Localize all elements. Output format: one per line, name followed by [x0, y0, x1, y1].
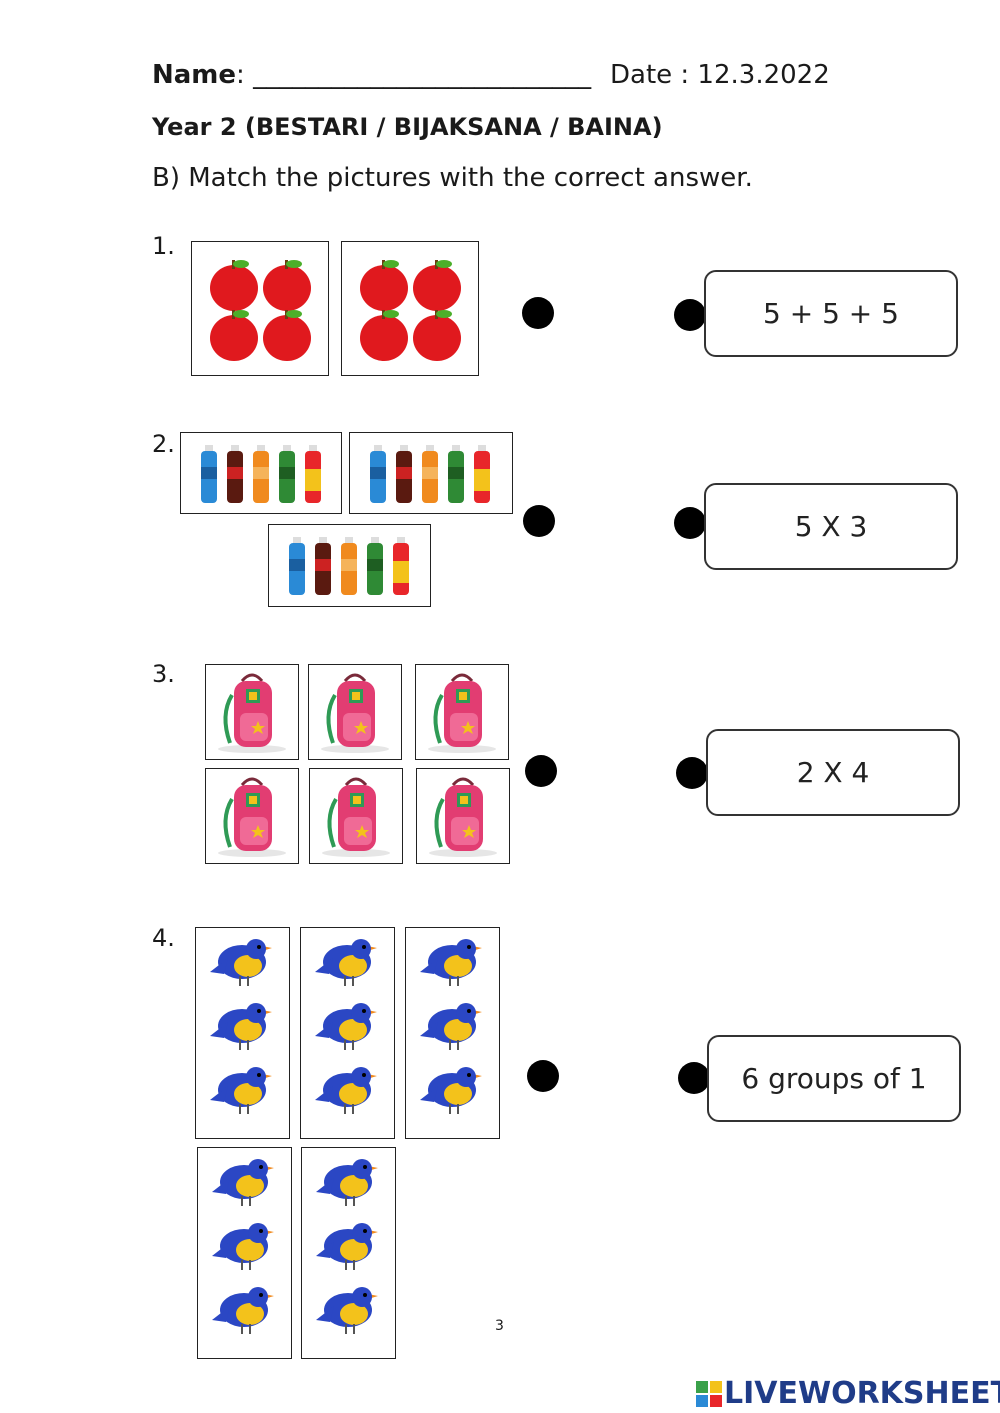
bottle-icon	[253, 445, 269, 503]
question-3-dot[interactable]	[525, 755, 557, 787]
question-1-number: 1.	[152, 232, 175, 260]
backpack-icon	[429, 777, 497, 857]
backpack-group-box	[309, 768, 403, 864]
bottle-group-box	[349, 432, 513, 514]
bottle-icon	[396, 445, 412, 503]
question-2-number: 2.	[152, 430, 175, 458]
bottle-group-picture	[201, 445, 321, 503]
bird-icon	[212, 1159, 274, 1206]
bird-icon	[315, 939, 377, 986]
apple-icon	[263, 310, 311, 361]
question-4-dot[interactable]	[527, 1060, 559, 1092]
apple-icon	[210, 310, 258, 361]
bird-icon	[315, 1067, 377, 1114]
question-2-dot[interactable]	[523, 505, 555, 537]
apple-icon	[263, 260, 311, 311]
backpack-group-box	[205, 664, 299, 760]
bottle-icon	[305, 445, 321, 503]
bird-group-box	[300, 927, 395, 1139]
bottle-icon	[448, 445, 464, 503]
backpack-group-box	[415, 664, 509, 760]
bird-group-picture	[316, 1159, 378, 1334]
bottle-icon	[393, 537, 409, 595]
answer-box-3: 2 X 4	[706, 729, 960, 816]
apple-group-picture	[360, 260, 461, 361]
backpack-group-box	[308, 664, 402, 760]
brand-mark-icon	[696, 1380, 722, 1407]
name-line: Name: __________________________	[152, 60, 591, 90]
backpack-icon	[321, 673, 389, 753]
name-colon: :	[236, 60, 245, 90]
bottle-icon	[279, 445, 295, 503]
name-blank[interactable]: __________________________	[253, 60, 592, 90]
bird-icon	[316, 1223, 378, 1270]
bottle-icon	[315, 537, 331, 595]
name-label: Name	[152, 60, 237, 90]
bird-icon	[420, 1003, 482, 1050]
page-number: 3	[495, 1318, 504, 1334]
bird-icon	[210, 939, 272, 986]
apple-icon	[413, 260, 461, 311]
bird-icon	[210, 1067, 272, 1114]
question-4-number: 4.	[152, 924, 175, 952]
bird-icon	[212, 1287, 274, 1334]
backpack-icon	[218, 777, 286, 857]
bottle-group-box	[180, 432, 342, 514]
bird-group-picture	[420, 939, 482, 1114]
bird-group-box	[301, 1147, 396, 1359]
apple-icon	[413, 310, 461, 361]
answer-box-2: 5 X 3	[704, 483, 958, 570]
bird-group-picture	[212, 1159, 274, 1334]
question-1-dot[interactable]	[522, 297, 554, 329]
bird-group-picture	[315, 939, 377, 1114]
answer-4-dot[interactable]	[678, 1062, 710, 1094]
bird-group-box	[197, 1147, 292, 1359]
backpack-group-box	[416, 768, 510, 864]
bird-group-box	[405, 927, 500, 1139]
bird-icon	[420, 939, 482, 986]
bottle-icon	[227, 445, 243, 503]
apple-icon	[360, 310, 408, 361]
bird-icon	[420, 1067, 482, 1114]
bottle-icon	[422, 445, 438, 503]
apple-icon	[360, 260, 408, 311]
bird-icon	[210, 1003, 272, 1050]
apple-icon	[210, 260, 258, 311]
bird-icon	[212, 1223, 274, 1270]
instruction-text: B) Match the pictures with the correct a…	[152, 163, 753, 193]
answer-2-dot[interactable]	[674, 507, 706, 539]
answer-1-dot[interactable]	[674, 299, 706, 331]
bird-group-box	[195, 927, 290, 1139]
bottle-icon	[201, 445, 217, 503]
bottle-icon	[289, 537, 305, 595]
answer-box-4: 6 groups of 1	[707, 1035, 961, 1122]
bottle-group-picture	[370, 445, 490, 503]
apple-group-picture	[210, 260, 311, 361]
backpack-icon	[428, 673, 496, 753]
apple-group-box	[191, 241, 329, 376]
bottle-group-picture	[289, 537, 409, 595]
apple-group-box	[341, 241, 479, 376]
date-text: Date : 12.3.2022	[610, 60, 830, 90]
bottle-group-box	[268, 524, 431, 607]
backpack-icon	[218, 673, 286, 753]
question-3-number: 3.	[152, 660, 175, 688]
bottle-icon	[341, 537, 357, 595]
brand-logo: LIVEWORKSHEETS	[696, 1376, 1000, 1411]
bottle-icon	[367, 537, 383, 595]
backpack-icon	[322, 777, 390, 857]
worksheet-title: Year 2 (BESTARI / BIJAKSANA / BAINA)	[152, 113, 663, 141]
bottle-icon	[370, 445, 386, 503]
bottle-icon	[474, 445, 490, 503]
bird-group-picture	[210, 939, 272, 1114]
bird-icon	[315, 1003, 377, 1050]
bird-icon	[316, 1287, 378, 1334]
backpack-group-box	[205, 768, 299, 864]
answer-box-1: 5 + 5 + 5	[704, 270, 958, 357]
brand-name: LIVEWORKSHEETS	[724, 1376, 1000, 1411]
bird-icon	[316, 1159, 378, 1206]
answer-3-dot[interactable]	[676, 757, 708, 789]
